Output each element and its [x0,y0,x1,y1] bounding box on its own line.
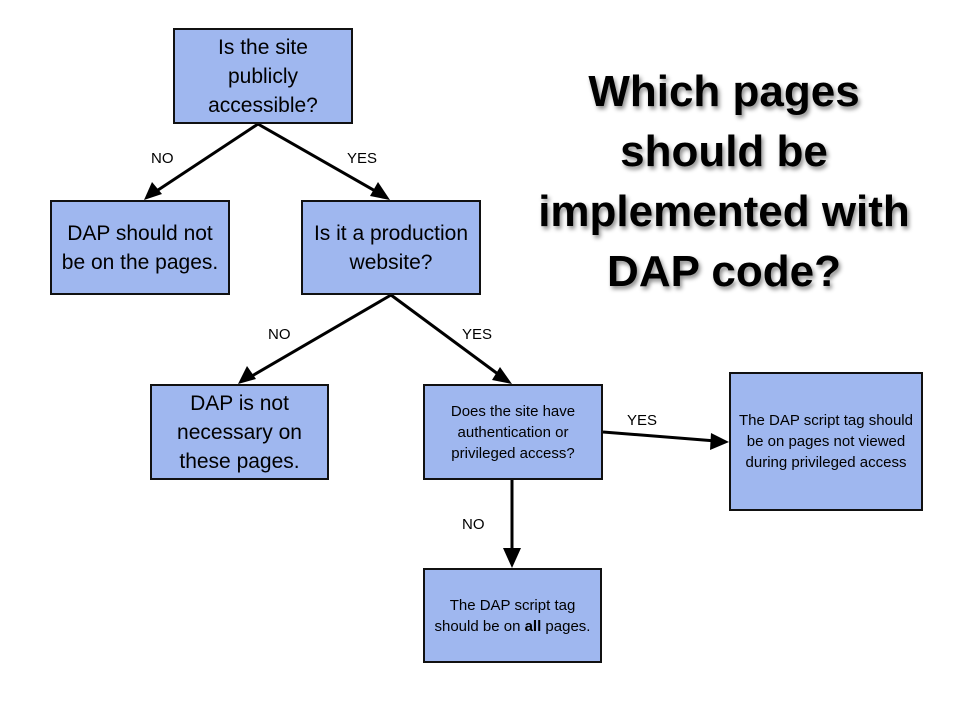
edge-label-auth-yes: YES [627,412,658,429]
node-public-question-text: Is the site publicly accessible? [208,35,318,117]
node-auth-no: The DAP script tag should be on all page… [423,568,602,663]
arrowhead-public-no [144,182,162,200]
node-auth-yes: The DAP script tag should be on pages no… [729,372,923,511]
node-auth-no-bold: all [524,617,542,635]
node-production-no: DAP is not necessary on these pages. [150,384,329,480]
arrowhead-production-no [238,366,256,384]
node-production-question: Is it a production website? [301,200,481,295]
node-public-question: Is the site publicly accessible? [173,28,353,124]
arrow-public-yes [257,122,385,198]
node-auth-no-text: The DAP script tag should be on all page… [431,595,594,637]
edge-label-public-no: NO [151,150,174,167]
arrow-public-no [148,122,259,198]
node-production-no-text: DAP is not necessary on these pages. [177,391,302,473]
node-auth-yes-text: The DAP script tag should be on pages no… [739,412,913,471]
edge-label-public-yes: YES [347,150,378,167]
diagram-title: Which pages should be implemented with D… [538,67,910,296]
arrow-production-yes [390,293,507,382]
node-auth-question-text: Does the site have authentication or pri… [450,402,576,462]
edge-label-production-yes: YES [462,326,493,343]
node-auth-question: Does the site have authentication or pri… [423,384,603,480]
edge-label-auth-no: NO [462,516,485,533]
node-production-question-text: Is it a production website? [313,221,469,274]
node-auth-no-suffix: pages. [541,617,591,635]
arrow-auth-yes [602,430,717,443]
arrowhead-auth-yes [710,433,729,450]
arrow-production-no [244,293,392,382]
edge-label-production-no: NO [268,326,291,343]
node-public-no: DAP should not be on the pages. [50,200,230,295]
node-auth-no-prefix: The DAP script tag should be on [434,596,576,635]
arrowhead-production-yes [492,367,512,384]
arrowhead-public-yes [370,182,390,200]
arrowhead-auth-no [503,548,521,568]
node-public-no-text: DAP should not be on the pages. [61,221,219,274]
